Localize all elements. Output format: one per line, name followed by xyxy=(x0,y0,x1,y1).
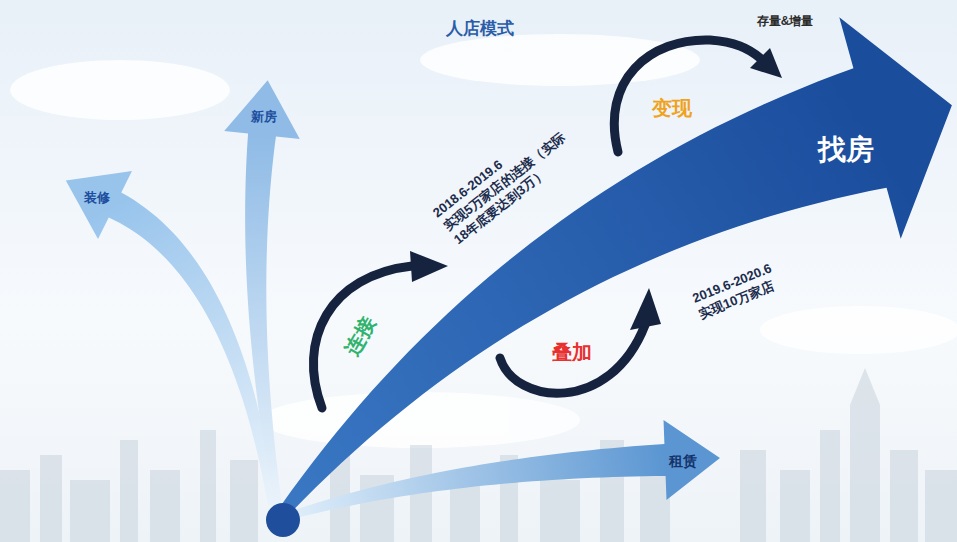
cloud xyxy=(420,34,700,86)
cycle-arrow xyxy=(500,325,645,393)
cloud xyxy=(760,306,957,354)
note-text: 2018.6-2019.6 实现5万家店的连接（实际 18年底要达到3万） xyxy=(430,108,590,249)
arrow-label: 装修 xyxy=(84,190,110,206)
arrow-band: 新房 xyxy=(222,78,302,508)
arrow-label-holder: 找房 xyxy=(818,133,874,167)
note-text: 叠加 xyxy=(552,339,592,365)
arrow-fill xyxy=(280,17,952,514)
arrowhead xyxy=(750,48,782,78)
arrowhead xyxy=(630,288,661,330)
building xyxy=(890,450,918,542)
building xyxy=(780,470,810,542)
note-text: 2019.6-2020.6 实现10万家店 xyxy=(690,257,789,323)
building-spire xyxy=(850,368,880,405)
note-holder: 存量&增量 xyxy=(757,14,814,30)
building xyxy=(925,470,957,542)
arrow-label: 找房 xyxy=(818,133,874,167)
building xyxy=(150,470,180,542)
building xyxy=(230,460,258,542)
note-holder: 2019.6-2020.6 实现10万家店 xyxy=(690,257,789,323)
title: 人店模式 xyxy=(446,17,514,40)
building xyxy=(70,480,110,542)
arrow-band: 找房 xyxy=(278,15,954,516)
cloud xyxy=(260,392,580,448)
arrow-shape xyxy=(278,15,954,516)
arrow-label-holder: 新房 xyxy=(251,109,277,125)
note-holder: 变现 xyxy=(652,95,692,121)
arrow-label-holder: 装修 xyxy=(84,190,110,206)
building xyxy=(0,470,30,542)
arrow-fill xyxy=(291,420,720,519)
arrow-shape xyxy=(222,78,302,508)
arrowhead xyxy=(410,251,448,282)
building xyxy=(40,455,62,542)
cloud xyxy=(10,60,230,120)
skyline xyxy=(0,368,957,542)
building xyxy=(640,470,670,542)
title-holder: 人店模式 xyxy=(446,17,514,40)
building xyxy=(200,430,216,542)
note-holder: 叠加 xyxy=(552,339,592,365)
note-holder: 2018.6-2019.6 实现5万家店的连接（实际 18年底要达到3万） xyxy=(430,108,590,249)
note-text: 变现 xyxy=(652,95,692,121)
building xyxy=(850,405,880,542)
note-holder: 连接 xyxy=(339,312,382,360)
arrow-fill xyxy=(66,171,276,506)
building xyxy=(820,430,840,542)
arrow-label-holder: 租赁 xyxy=(669,453,697,470)
building xyxy=(540,480,580,542)
note-text: 存量&增量 xyxy=(757,14,814,30)
building xyxy=(740,450,766,542)
origin-dot xyxy=(266,503,300,537)
arrow-label: 租赁 xyxy=(669,453,697,470)
arrow-fill xyxy=(224,80,300,505)
arrow-shape xyxy=(288,418,722,521)
arrow-band: 租赁 xyxy=(288,418,722,521)
arrow-label: 新房 xyxy=(251,109,277,125)
note-text: 连接 xyxy=(339,312,382,360)
building xyxy=(120,440,138,542)
